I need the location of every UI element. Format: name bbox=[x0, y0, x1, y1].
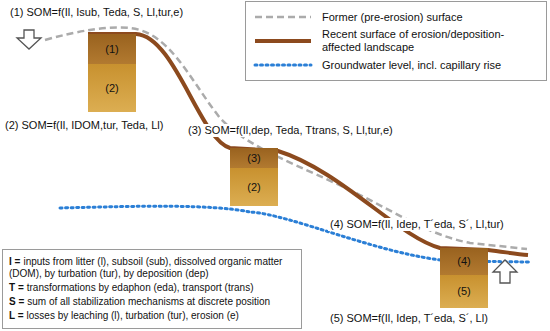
definition-line: T =transformations by edaphon (eda), tra… bbox=[9, 282, 295, 294]
som-formula: (4) SOM=f(Il, Idep, T´eda, S´, Ll,tur) bbox=[328, 218, 506, 231]
som-formula: (5) SOM=f(Il, Idep, T´eda, S´, Ll) bbox=[328, 312, 490, 325]
symbol-definition: transformations by edaphon (eda), transp… bbox=[27, 282, 254, 293]
topsoil-horizon: (1) bbox=[88, 34, 136, 64]
symbol-definition: sum of all stabilization mechanisms at d… bbox=[27, 296, 270, 307]
definition-line: S =sum of all stabilization mechanisms a… bbox=[9, 296, 295, 308]
topsoil-horizon: (3) bbox=[230, 148, 278, 168]
legend-sample bbox=[252, 34, 314, 48]
legend-row: Former (pre-erosion) surface bbox=[252, 10, 540, 24]
erosion-arrow bbox=[17, 30, 41, 49]
legend-sample-line bbox=[255, 64, 311, 67]
deposition-arrow bbox=[493, 260, 517, 283]
legend-row: Groundwater level, incl. capillary rise bbox=[252, 58, 540, 72]
gleyic-horizon: (5) bbox=[440, 275, 488, 308]
horizon-number: (2) bbox=[105, 82, 118, 94]
som-formula: (3) SOM=f(Il,dep, Teda, Ttrans, S, Ll,tu… bbox=[186, 124, 395, 137]
symbol-term: S = bbox=[9, 296, 24, 307]
symbol-definition: losses by leaching (l), turbation (tur),… bbox=[27, 310, 239, 321]
legend-row: Recent surface of erosion/deposition-aff… bbox=[252, 28, 540, 54]
symbol-term: L = bbox=[9, 310, 24, 321]
symbol-term: I = bbox=[9, 256, 20, 267]
subsoil-horizon: (2) bbox=[230, 168, 278, 206]
symbol-term: T = bbox=[9, 282, 24, 293]
som-formula: (1) SOM=f(Il, Isub, Teda, S, Ll,tur,e) bbox=[8, 6, 185, 19]
horizon-number: (2) bbox=[247, 181, 260, 193]
legend-text: Former (pre-erosion) surface bbox=[322, 11, 540, 24]
horizon-number: (1) bbox=[105, 43, 118, 55]
legend-text: Groundwater level, incl. capillary rise bbox=[322, 59, 540, 72]
definitions-box: I =inputs from litter (l), subsoil (sub)… bbox=[2, 249, 302, 329]
legend-sample bbox=[252, 10, 314, 24]
horizon-number: (4) bbox=[457, 255, 470, 267]
som-formula: (2) SOM=f(Il, IDOM,tur, Teda, Ll) bbox=[3, 119, 165, 132]
legend-box: Former (pre-erosion) surfaceRecent surfa… bbox=[245, 1, 547, 81]
colluvial-horizon: (4) bbox=[440, 248, 488, 275]
legend-sample-line bbox=[255, 39, 311, 43]
symbol-definition: inputs from litter (l), subsoil (sub), d… bbox=[9, 256, 282, 279]
horizon-number: (5) bbox=[457, 285, 470, 297]
legend-sample bbox=[252, 58, 314, 72]
legend-text: Recent surface of erosion/deposition-aff… bbox=[322, 28, 540, 54]
definition-line: L =losses by leaching (l), turbation (tu… bbox=[9, 310, 295, 322]
legend-sample-line bbox=[255, 16, 311, 19]
subsoil-horizon: (2) bbox=[88, 64, 136, 112]
definition-line: I =inputs from litter (l), subsoil (sub)… bbox=[9, 256, 295, 280]
horizon-number: (3) bbox=[247, 152, 260, 164]
